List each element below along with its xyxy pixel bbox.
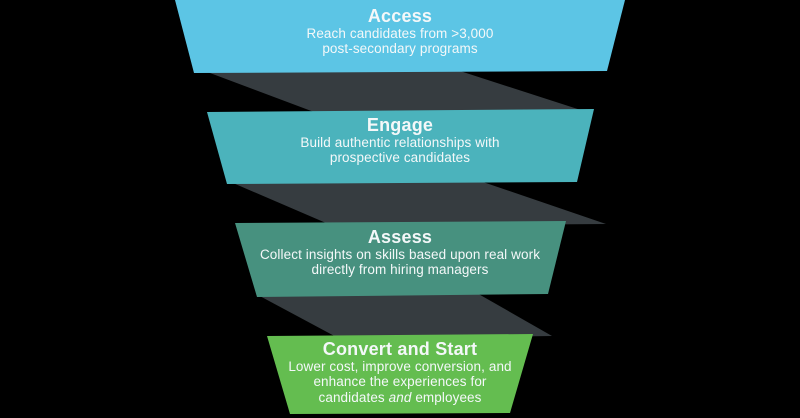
funnel-connector-segment-3 (256, 292, 552, 339)
stage-shape-engage (207, 109, 594, 184)
stage-shape-convert (267, 334, 533, 414)
stage-shape-assess (235, 221, 566, 297)
funnel-connector-segment-1 (202, 70, 590, 115)
funnel-connector-segment-2 (226, 180, 606, 226)
stage-shape-access (175, 0, 625, 73)
